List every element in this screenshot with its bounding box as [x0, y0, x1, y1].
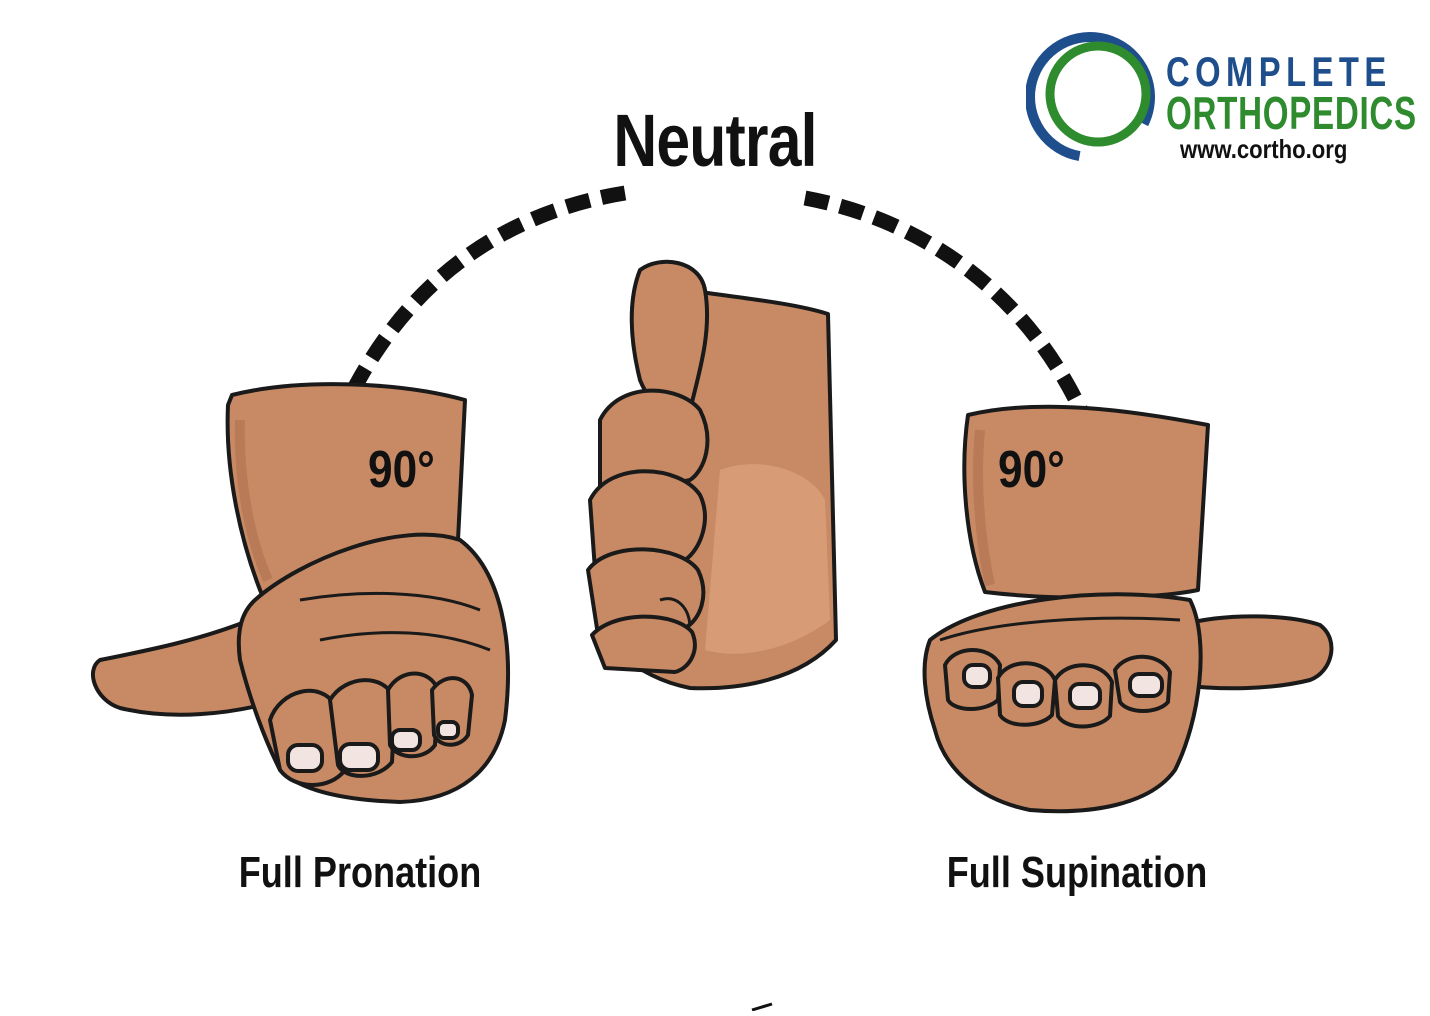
pronation-angle-label: 90° — [368, 441, 435, 499]
logo-text-complete: COMPLETE — [1166, 48, 1392, 95]
logo-rings-icon — [1026, 32, 1155, 162]
full-pronation-label: Full Pronation — [238, 848, 482, 897]
full-supination-label: Full Supination — [946, 848, 1208, 897]
logo-text-orthopedics: ORTHOPEDICS — [1166, 87, 1417, 139]
logo-url: www.cortho.org — [1180, 134, 1348, 164]
supination-angle-label: 90° — [998, 441, 1065, 499]
bottom-mark — [751, 1002, 773, 1012]
supinated-hand — [922, 404, 1334, 814]
neutral-hand — [586, 259, 838, 691]
complete-orthopedics-logo: COMPLETE ORTHOPEDICS www.cortho.org — [1026, 22, 1416, 172]
pronated-hand — [90, 382, 510, 804]
neutral-title: Neutral — [613, 99, 817, 182]
